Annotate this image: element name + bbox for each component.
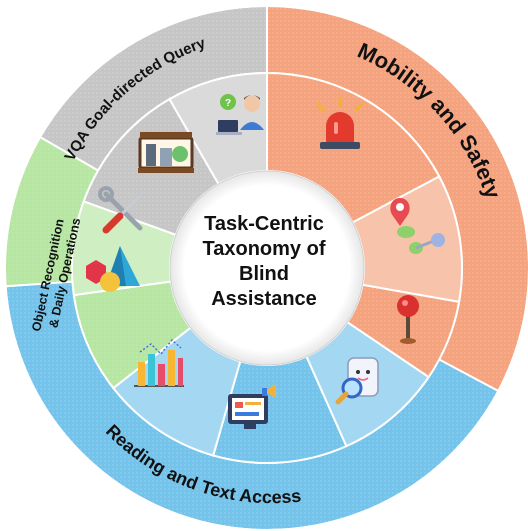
bar-chart-icon bbox=[134, 338, 184, 387]
center-title: Task-Centric Taxonomy of Blind Assistanc… bbox=[179, 212, 349, 312]
inner-sector-texture bbox=[352, 176, 462, 302]
outer-sector-texture bbox=[267, 6, 528, 392]
computer-screen-icon bbox=[228, 384, 276, 429]
geometric-shapes-icon bbox=[86, 246, 140, 292]
person-question-laptop-icon: ? bbox=[216, 94, 264, 135]
center-title-line: Assistance bbox=[211, 288, 317, 310]
document-search-icon bbox=[335, 357, 379, 405]
alarm-siren-icon bbox=[316, 96, 364, 149]
inner-sector-texture bbox=[73, 281, 191, 389]
center-title-line: Blind bbox=[239, 263, 289, 285]
outer-category-ring bbox=[4, 4, 528, 531]
map-route-pin-icon bbox=[390, 198, 445, 254]
location-pin-icon bbox=[397, 295, 419, 344]
screwdriver-wrench-icon bbox=[98, 186, 143, 234]
center-title-line: Taxonomy of bbox=[202, 238, 326, 260]
outer-border bbox=[4, 5, 528, 531]
inner-sector-texture bbox=[347, 284, 460, 378]
center-title-line: Task-Centric bbox=[204, 213, 324, 235]
outer-sector-texture bbox=[4, 137, 99, 287]
center-disc bbox=[169, 170, 365, 366]
svg-text:?: ? bbox=[225, 98, 231, 109]
outer-sector-texture bbox=[40, 6, 267, 171]
inner-sector-texture bbox=[213, 356, 347, 463]
building-scene-icon bbox=[138, 132, 194, 173]
outer-sector-texture bbox=[5, 281, 499, 530]
inner-sector-texture bbox=[113, 327, 241, 456]
